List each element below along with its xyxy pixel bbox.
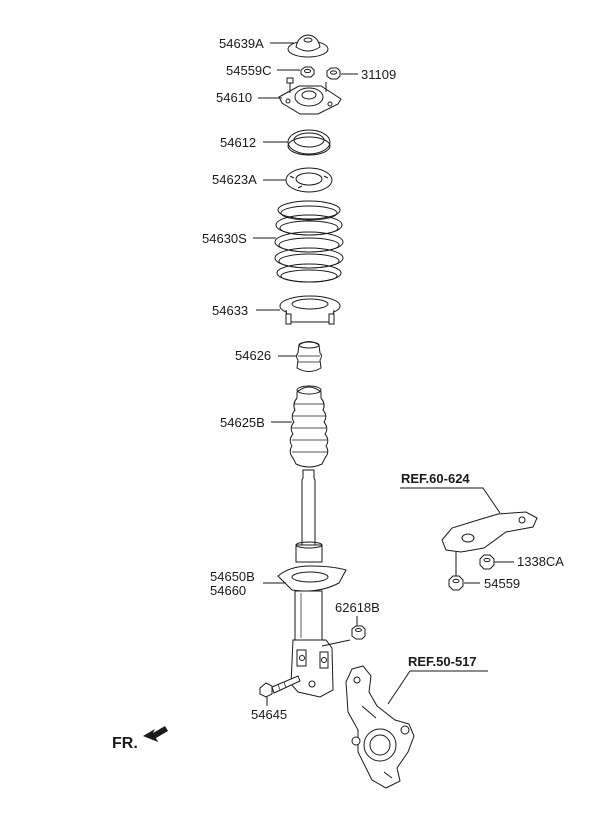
nut-1338ca bbox=[479, 554, 495, 570]
strut-assembly bbox=[277, 469, 351, 698]
lower-spring-pad bbox=[279, 295, 341, 325]
dust-cover bbox=[289, 385, 329, 468]
label-31109: 31109 bbox=[361, 67, 397, 82]
label-54625b: 54625B bbox=[220, 415, 265, 430]
nut-54559 bbox=[448, 575, 464, 591]
label-54633: 54633 bbox=[212, 303, 249, 318]
label-54610: 54610 bbox=[216, 90, 253, 105]
nut-31109 bbox=[326, 67, 341, 80]
label-54630s: 54630S bbox=[202, 231, 247, 246]
label-54623a: 54623A bbox=[212, 172, 257, 187]
coil-spring bbox=[274, 200, 344, 283]
bearing bbox=[287, 129, 331, 156]
steering-knuckle bbox=[345, 665, 415, 789]
label-62618b: 62618B bbox=[335, 600, 380, 615]
ref-60-624: REF.60-624 bbox=[401, 471, 470, 486]
top-mount-cap bbox=[287, 34, 329, 58]
ref-50-517: REF.50-517 bbox=[408, 654, 477, 669]
front-direction-arrow-icon bbox=[143, 726, 168, 742]
label-54639a: 54639A bbox=[219, 36, 264, 51]
bracket-plate bbox=[441, 511, 538, 576]
label-54626: 54626 bbox=[235, 348, 272, 363]
leader-lines bbox=[253, 42, 514, 706]
label-54559c: 54559C bbox=[226, 63, 272, 78]
bolt-62618b bbox=[351, 625, 366, 640]
upper-spring-pad bbox=[285, 167, 333, 193]
label-54612: 54612 bbox=[220, 135, 257, 150]
insulator-assy bbox=[278, 77, 342, 115]
label-54650b: 54650B bbox=[210, 569, 255, 584]
bolt-54645 bbox=[259, 675, 301, 698]
label-54660: 54660 bbox=[210, 583, 247, 598]
label-54559: 54559 bbox=[484, 576, 521, 591]
label-1338ca: 1338CA bbox=[517, 554, 564, 569]
nut-54559c bbox=[300, 66, 315, 78]
label-54645: 54645 bbox=[251, 707, 288, 722]
front-label: FR. bbox=[112, 735, 138, 752]
bumper bbox=[296, 341, 322, 372]
